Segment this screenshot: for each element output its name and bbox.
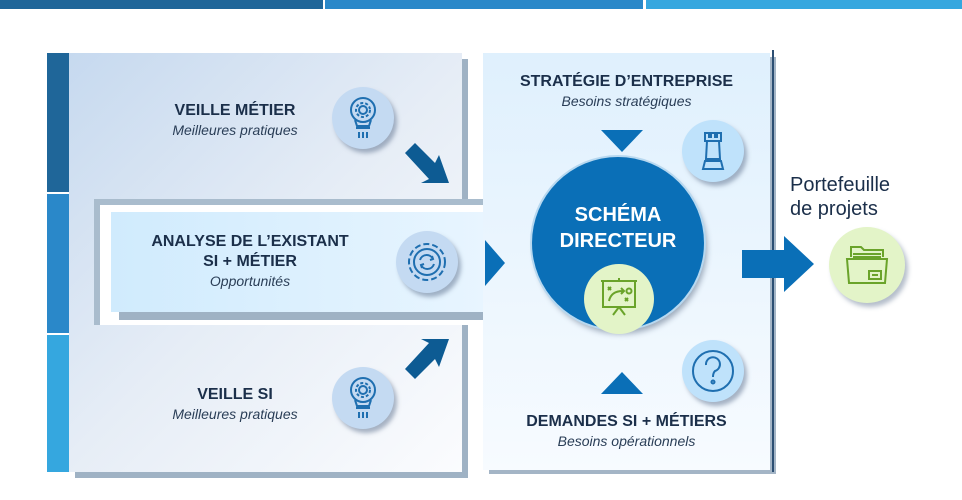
top-bar-segment-mid	[325, 0, 643, 9]
hub-title-line2: DIRECTEUR	[559, 230, 677, 252]
hub-title-line1: SCHÉMA	[574, 204, 662, 226]
demandes-block: DEMANDES SI + MÉTIERS Besoins opérationn…	[483, 412, 770, 450]
demandes-title: DEMANDES SI + MÉTIERS	[526, 413, 727, 430]
top-bar-segment-light	[646, 0, 962, 9]
lightbulb-gear-icon	[332, 87, 394, 149]
veille-si-subtitle: Meilleures pratiques	[172, 406, 298, 422]
strategie-title: STRATÉGIE D’ENTREPRISE	[519, 73, 734, 90]
gear-refresh-icon	[396, 231, 458, 293]
portefeuille-label: Portefeuille de projets	[790, 173, 890, 221]
veille-si-title: VEILLE SI	[197, 386, 273, 403]
arrow-down-icon	[601, 130, 643, 152]
strategie-block: STRATÉGIE D’ENTREPRISE Besoins stratégiq…	[483, 72, 770, 110]
arrow-up-icon	[601, 372, 643, 394]
analyse-subtitle: Opportunités	[209, 273, 291, 289]
stripe-veille-metier	[47, 53, 69, 192]
arrow-down-right-icon	[405, 143, 451, 192]
chess-rook-icon	[682, 120, 744, 182]
strategy-board-icon	[584, 264, 654, 334]
portefeuille-line1: Portefeuille	[790, 174, 891, 196]
veille-metier-subtitle: Meilleures pratiques	[172, 122, 298, 138]
folder-icon	[829, 227, 905, 303]
top-bar-segment-dark	[0, 0, 323, 9]
arrow-up-right-icon	[405, 335, 451, 384]
analyse-title-line1: ANALYSE DE L’EXISTANT	[151, 233, 349, 250]
veille-metier-title: VEILLE MÉTIER	[174, 102, 296, 119]
veille-metier-block: VEILLE MÉTIER Meilleures pratiques	[130, 101, 340, 139]
strategie-subtitle: Besoins stratégiques	[561, 93, 692, 109]
veille-si-block: VEILLE SI Meilleures pratiques	[130, 385, 340, 423]
question-icon	[682, 340, 744, 402]
stripe-analyse	[47, 194, 69, 333]
schema-directeur-hub: SCHÉMA DIRECTEUR	[532, 157, 704, 334]
stripe-veille-si	[47, 335, 69, 472]
arrow-right-output-icon	[742, 236, 816, 297]
analyse-block: ANALYSE DE L’EXISTANT SI + MÉTIER Opport…	[130, 232, 370, 290]
portefeuille-line2: de projets	[790, 198, 878, 220]
lightbulb-gear-icon	[332, 367, 394, 429]
analyse-title-line2: SI + MÉTIER	[203, 253, 297, 270]
demandes-subtitle: Besoins opérationnels	[557, 433, 696, 449]
arrow-right-analyse-icon	[485, 240, 505, 286]
